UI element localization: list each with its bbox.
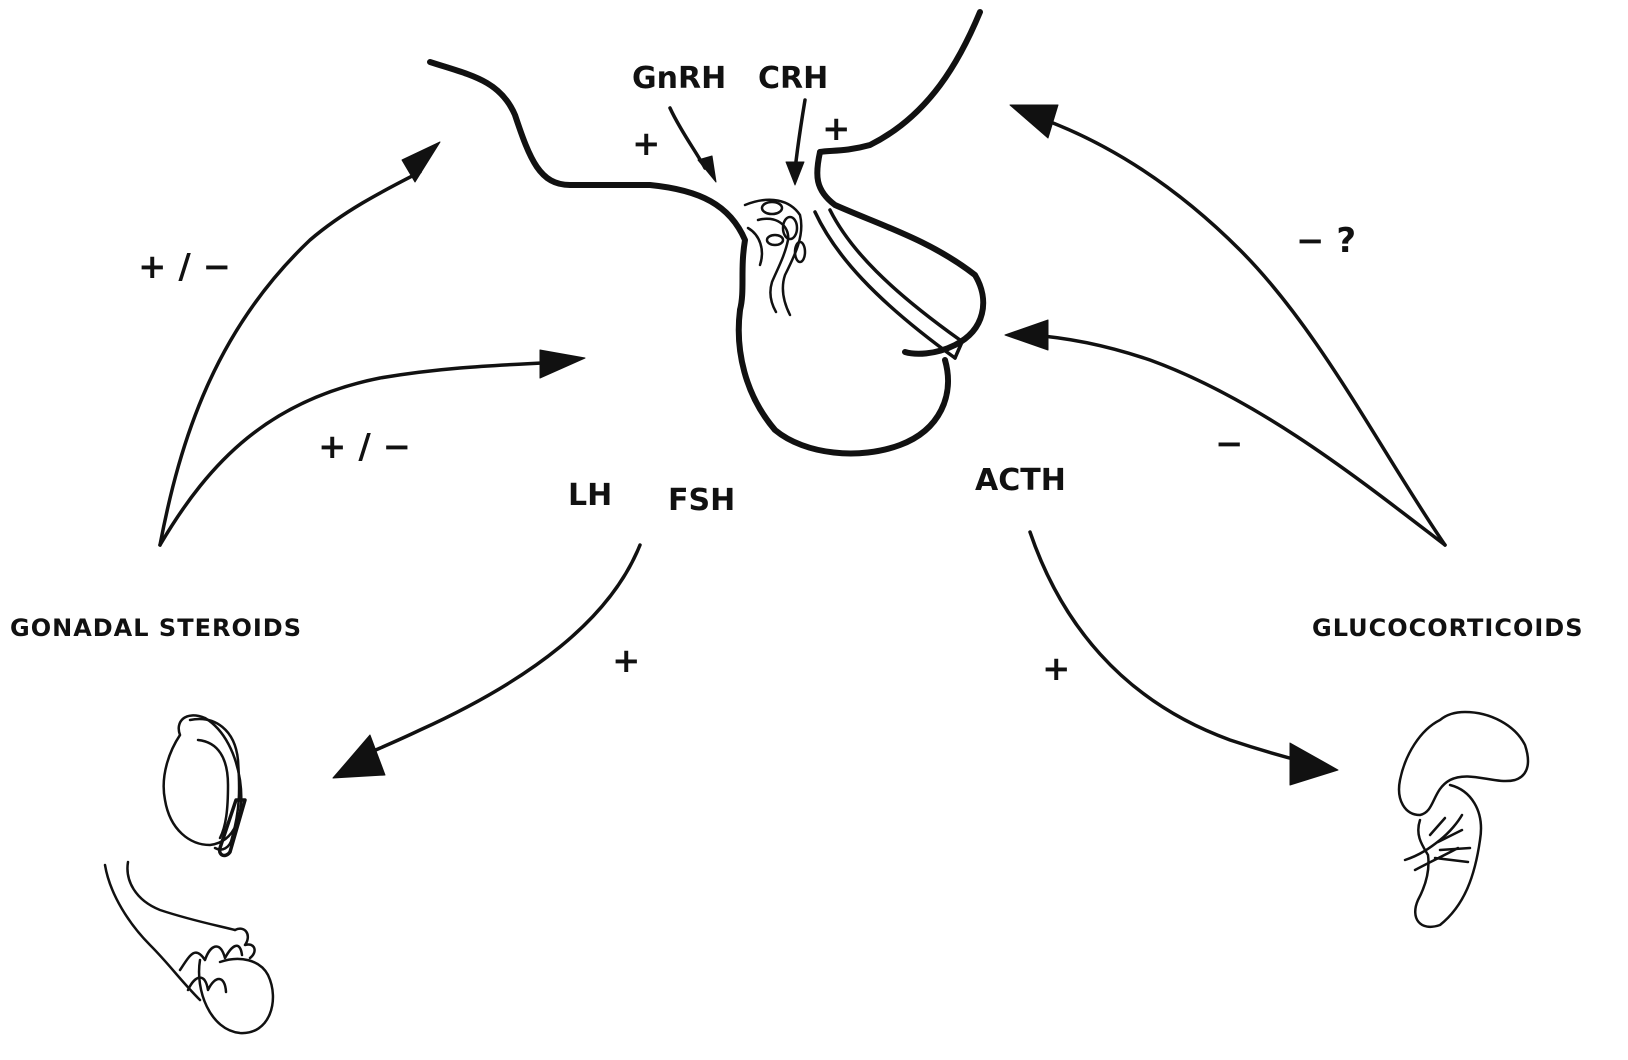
gnrh-arrow <box>668 106 717 183</box>
lh-fsh-to-gonads-arrow <box>332 543 642 779</box>
gonadal-hypothalamus-effect: + / − <box>138 247 231 287</box>
pituitary-gland <box>735 149 987 457</box>
acth-to-adrenal-arrow <box>1028 530 1339 786</box>
glucocorticoid-hypothalamus-effect: − ? <box>1296 221 1356 261</box>
gonadal-steroids-label: GONADAL STEROIDS <box>10 614 302 642</box>
adrenal-kidney-icon <box>1397 710 1530 928</box>
gonadal-to-pituitary-arrow <box>158 349 586 547</box>
gonadal-pituitary-effect: + / − <box>318 427 411 467</box>
lh-fsh-effect-sign: + <box>612 641 641 681</box>
crh-arrow <box>785 98 807 186</box>
gonads-icon <box>103 714 275 1035</box>
glucocorticoids-label: GLUCOCORTICOIDS <box>1312 614 1584 642</box>
gnrh-effect-sign: + <box>632 124 661 164</box>
crh-effect-sign: + <box>822 109 851 149</box>
glucocorticoids-to-pituitary-arrow <box>1004 319 1447 547</box>
glucocorticoids-to-hypothalamus-arrow <box>1009 104 1447 547</box>
gonadal-to-hypothalamus-arrow <box>158 141 441 547</box>
fsh-label: FSH <box>668 483 735 518</box>
acth-label: ACTH <box>975 463 1066 498</box>
acth-effect-sign: + <box>1042 649 1071 689</box>
glucocorticoid-pituitary-effect: − <box>1215 424 1244 464</box>
crh-label: CRH <box>758 61 828 96</box>
hypothalamus-outline <box>427 9 983 313</box>
gnrh-label: GnRH <box>632 61 726 96</box>
lh-label: LH <box>568 478 612 513</box>
